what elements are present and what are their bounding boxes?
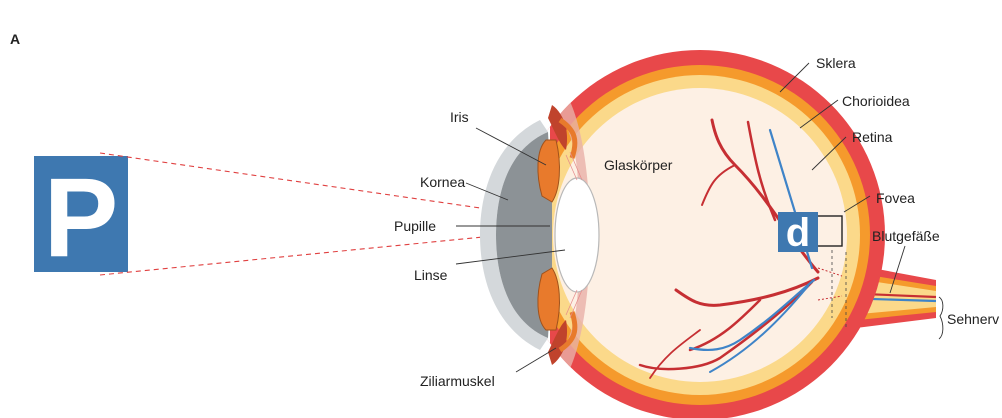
label-iris: Iris bbox=[450, 109, 469, 125]
panel-label: A bbox=[10, 31, 20, 47]
label-fovea: Fovea bbox=[876, 190, 915, 206]
label-sehnerv: Sehnerv bbox=[947, 311, 999, 327]
label-chorioidea: Chorioidea bbox=[842, 93, 910, 109]
iris-upper bbox=[538, 140, 560, 202]
object-letter-box: P bbox=[34, 155, 128, 280]
label-retina: Retina bbox=[852, 129, 893, 145]
object-letter: P bbox=[44, 155, 119, 280]
label-sklera: Sklera bbox=[816, 55, 856, 71]
label-glaskoerper: Glaskörper bbox=[604, 157, 673, 173]
label-linse: Linse bbox=[414, 267, 448, 283]
retinal-image-box: d bbox=[778, 211, 818, 255]
label-blutgefaesse: Blutgefäße bbox=[872, 228, 940, 244]
iris-lower bbox=[538, 268, 560, 330]
label-kornea: Kornea bbox=[420, 174, 465, 190]
label-ziliarmuskel: Ziliarmuskel bbox=[420, 373, 495, 389]
label-pupille: Pupille bbox=[394, 218, 436, 234]
retinal-image-letter: d bbox=[786, 211, 810, 255]
lens bbox=[555, 178, 599, 292]
